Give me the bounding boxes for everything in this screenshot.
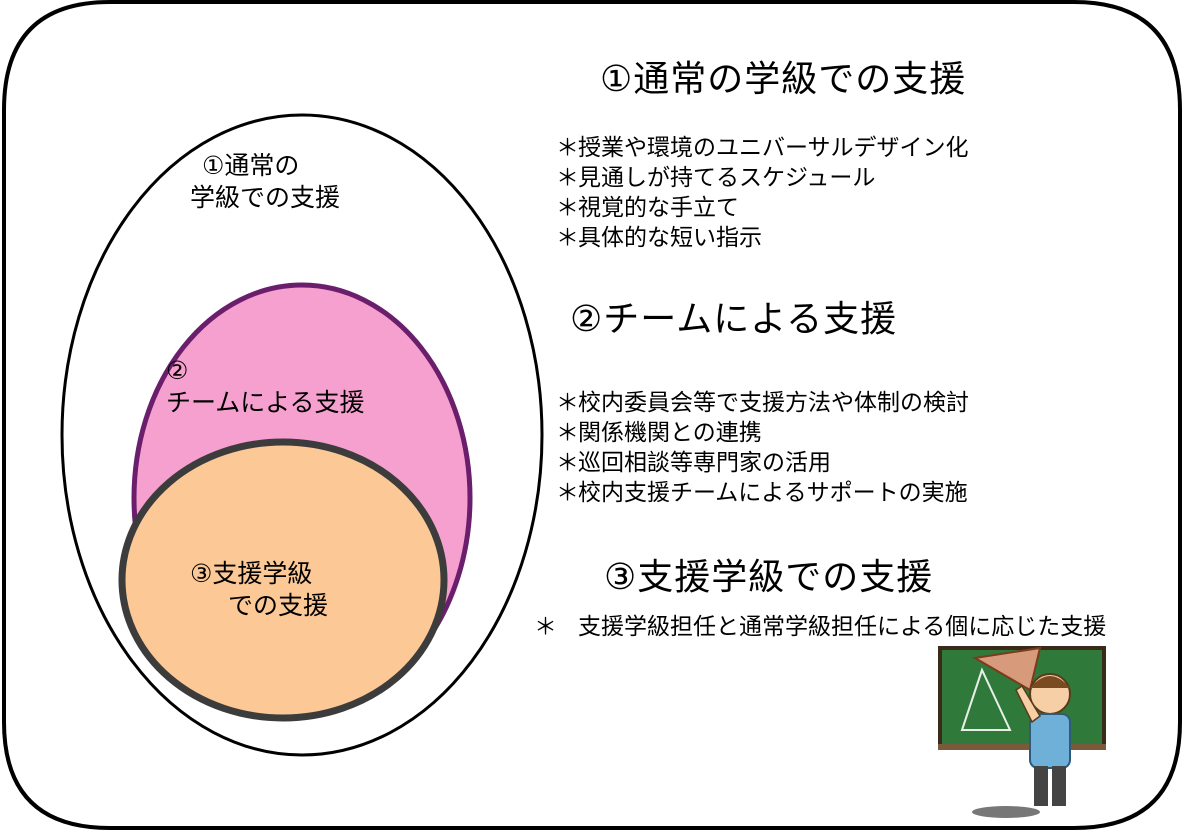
inner-oval	[118, 438, 448, 722]
list-item: ＊校内委員会等で支援方法や体制の検討	[556, 390, 969, 416]
chalk-tray	[938, 744, 1106, 750]
oval-label-2: ② チームによる支援	[166, 355, 426, 419]
oval-label-3-line1: ③支援学級	[190, 559, 313, 588]
oval-label-3-line2: での支援	[228, 591, 329, 620]
list-item: ＊校内支援チームによるサポートの実施	[556, 480, 968, 506]
list-item: ＊具体的な短い指示	[556, 225, 762, 251]
list-item: ＊視覚的な手立て	[556, 195, 739, 221]
section-1-title: ①通常の学級での支援	[600, 59, 967, 100]
section-3-title: ③支援学級での支援	[604, 557, 934, 598]
list-item: ＊支援学級担任と通常学級担任による個に応じた支援	[534, 614, 1107, 640]
oval-label-2-line1: ②	[166, 356, 189, 385]
section-3-list: ＊支援学級担任と通常学級担任による個に応じた支援	[534, 612, 1118, 642]
oval-label-2-line2: チームによる支援	[166, 388, 365, 417]
teacher-illustration	[938, 646, 1106, 818]
section-2-title: ②チームによる支援	[570, 299, 898, 340]
oval-label-1-line1: ①通常の	[202, 151, 300, 180]
section-2-list: ＊校内委員会等で支援方法や体制の検討 ＊関係機関との連携 ＊巡回相談等専門家の活…	[556, 388, 969, 508]
list-item: ＊巡回相談等専門家の活用	[556, 450, 831, 476]
list-item: ＊見通しが持てるスケジュール	[556, 165, 876, 191]
list-item: ＊授業や環境のユニバーサルデザイン化	[556, 135, 969, 161]
section-1-list: ＊授業や環境のユニバーサルデザイン化 ＊見通しが持てるスケジュール ＊視覚的な手…	[556, 133, 969, 253]
oval-label-1-line2: 学級での支援	[190, 183, 341, 212]
list-item: ＊関係機関との連携	[556, 420, 762, 446]
oval-label-1: ①通常の 学級での支援	[190, 150, 390, 214]
oval-label-3: ③支援学級 での支援	[190, 558, 370, 622]
